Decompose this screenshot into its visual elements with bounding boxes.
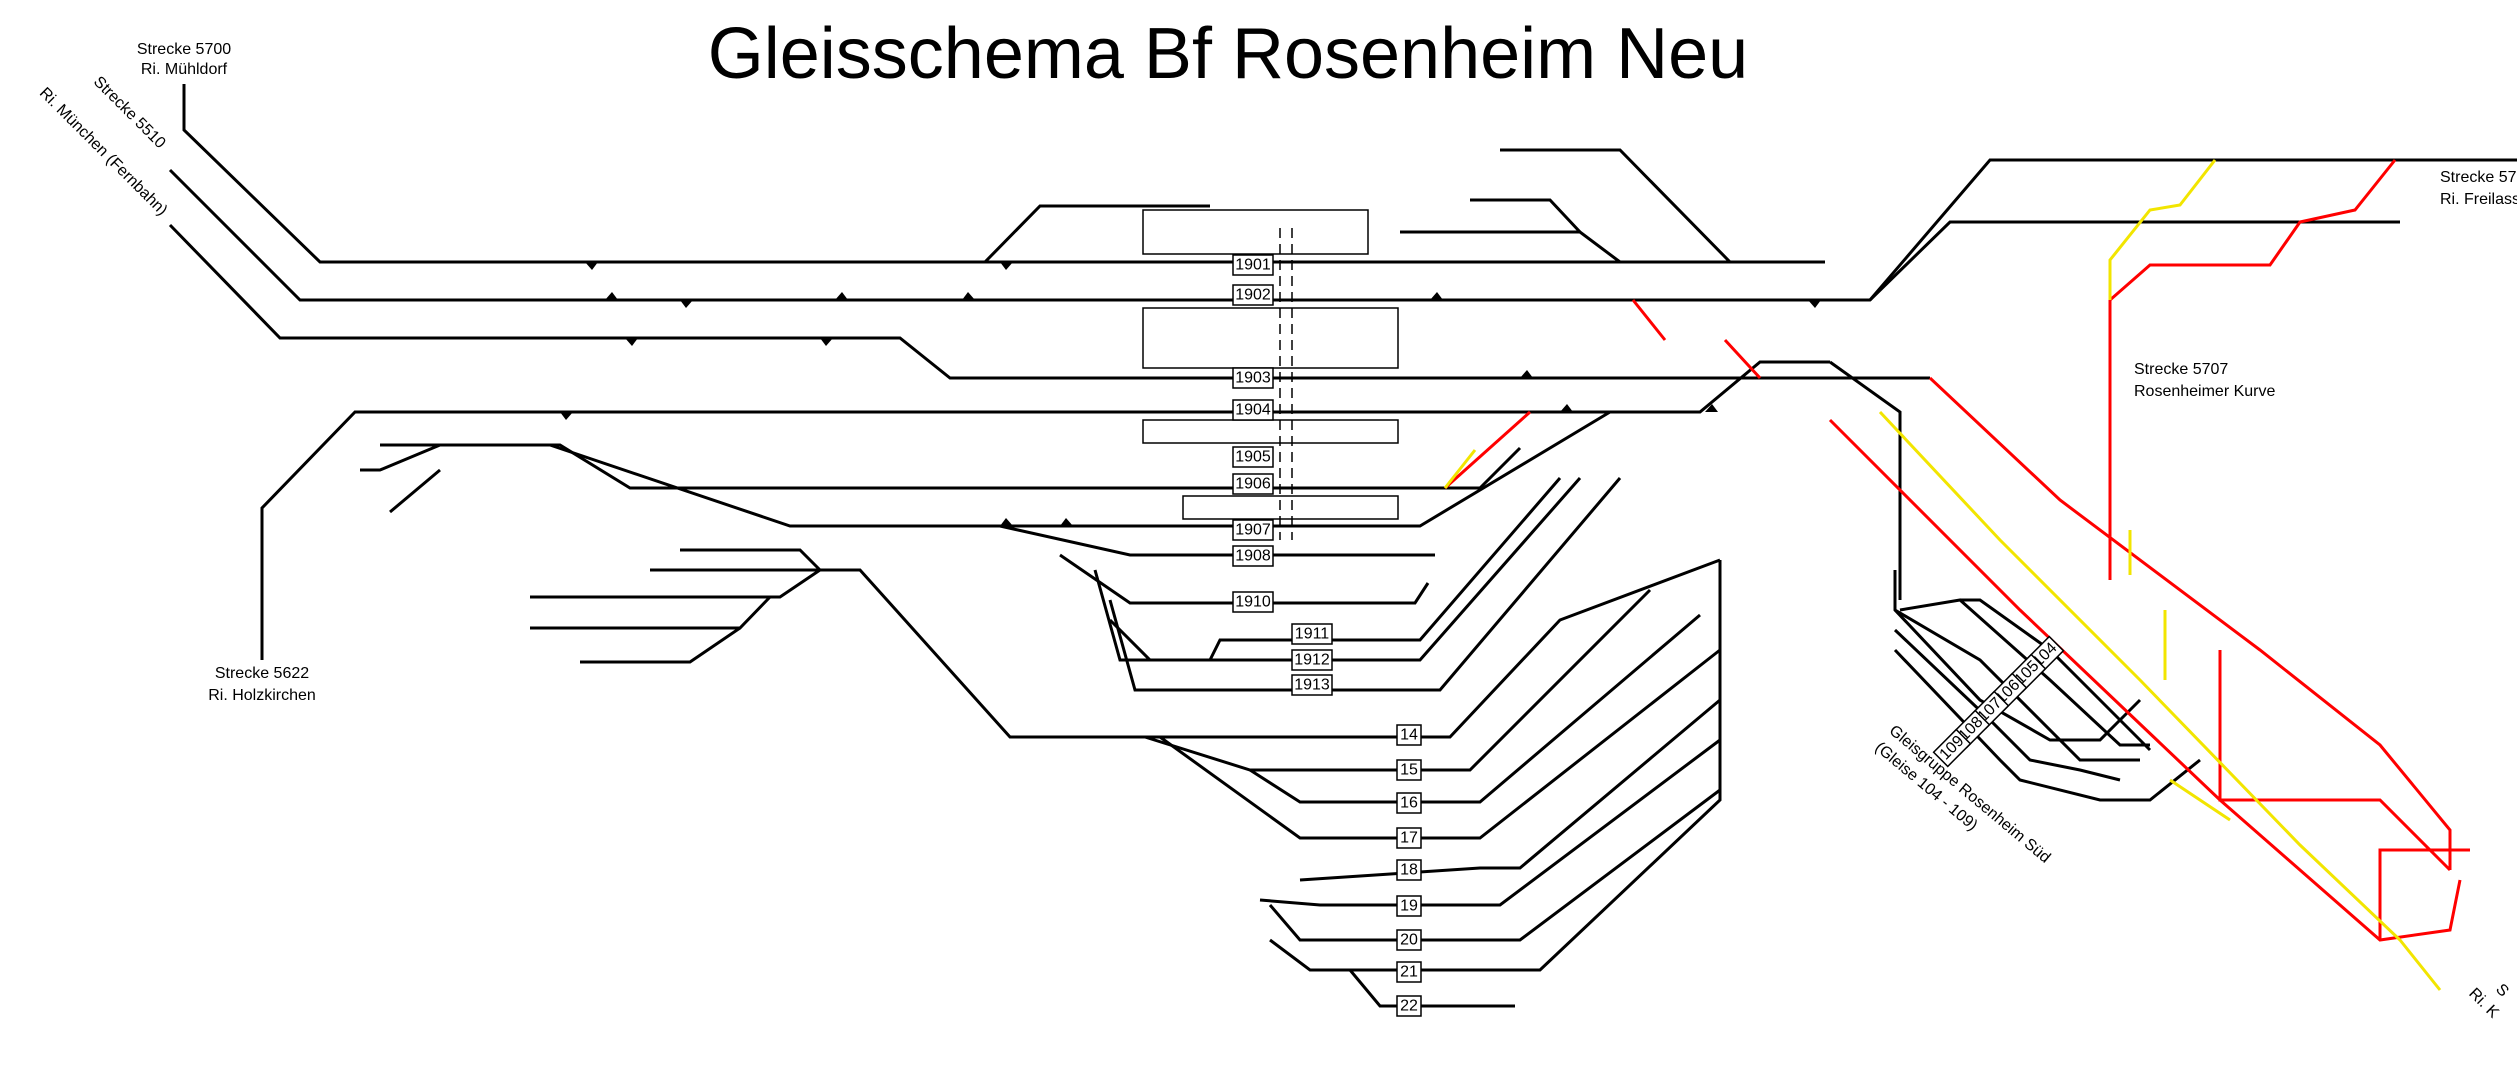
line-5622-label: Strecke 5622 <box>215 665 309 682</box>
svg-text:1906: 1906 <box>1235 476 1271 493</box>
svg-text:15: 15 <box>1400 762 1418 779</box>
track-label-1912: 1912 <box>1291 649 1333 671</box>
page-title: Gleisschema Bf Rosenheim Neu <box>708 14 1748 94</box>
track-label-1904: 1904 <box>1232 399 1274 421</box>
track-labels: 1901 1902 1903 1904 1905 1906 1907 1908 … <box>1232 254 2065 1017</box>
svg-text:16: 16 <box>1400 795 1418 812</box>
platform-2 <box>1142 307 1399 369</box>
line-5510-direction: Ri. München (Fernbahn) <box>36 84 171 219</box>
track-label-20: 20 <box>1396 929 1422 951</box>
svg-text:1904: 1904 <box>1235 402 1271 419</box>
track-label-1902: 1902 <box>1232 284 1274 306</box>
svg-text:1911: 1911 <box>1295 626 1330 643</box>
track-label-21: 21 <box>1396 961 1422 983</box>
track-network <box>168 84 2517 1008</box>
platforms <box>1142 209 1399 520</box>
track-label-19: 19 <box>1396 895 1422 917</box>
switch-markers <box>560 262 1821 526</box>
platform-3 <box>1142 419 1399 444</box>
track-label-22: 22 <box>1396 995 1422 1017</box>
svg-text:1907: 1907 <box>1235 522 1271 539</box>
svg-text:1901: 1901 <box>1235 257 1271 274</box>
track-label-1906: 1906 <box>1232 473 1274 495</box>
highlight-yellow-routes <box>1443 159 2442 991</box>
svg-text:1910: 1910 <box>1235 594 1271 611</box>
track-label-16: 16 <box>1396 792 1422 814</box>
line-5707-name: Rosenheimer Kurve <box>2134 383 2276 400</box>
track-label-1913: 1913 <box>1291 674 1333 696</box>
svg-text:20: 20 <box>1400 932 1418 949</box>
line-5700-label: Strecke 5700 <box>137 41 231 58</box>
line-freilassing-label: Strecke 570 <box>2440 169 2517 186</box>
line-5707-label: Strecke 5707 <box>2134 361 2228 378</box>
line-cut-label: S <box>2492 981 2512 1001</box>
svg-text:21: 21 <box>1400 964 1418 981</box>
line-freilassing-direction: Ri. Freilass <box>2440 191 2517 208</box>
line-5700-direction: Ri. Mühldorf <box>141 61 228 78</box>
svg-text:18: 18 <box>1400 862 1418 879</box>
svg-text:1912: 1912 <box>1294 652 1330 669</box>
track-label-17: 17 <box>1396 827 1422 849</box>
underpass <box>1279 228 1293 540</box>
track-label-1905: 1905 <box>1232 446 1274 468</box>
svg-text:1902: 1902 <box>1235 287 1271 304</box>
svg-text:17: 17 <box>1400 830 1418 847</box>
svg-text:19: 19 <box>1400 898 1418 915</box>
track-label-1901: 1901 <box>1232 254 1274 276</box>
svg-text:1913: 1913 <box>1294 677 1330 694</box>
svg-text:1908: 1908 <box>1235 548 1271 565</box>
track-label-1911: 1911 <box>1291 623 1333 645</box>
svg-text:14: 14 <box>1400 727 1418 744</box>
svg-text:1903: 1903 <box>1235 370 1271 387</box>
track-label-14: 14 <box>1396 724 1422 746</box>
svg-text:22: 22 <box>1400 998 1418 1015</box>
track-label-1908: 1908 <box>1232 545 1274 567</box>
platform-1 <box>1142 209 1369 255</box>
line-5622-direction: Ri. Holzkirchen <box>208 687 316 704</box>
track-label-1907: 1907 <box>1232 519 1274 541</box>
track-label-1910: 1910 <box>1232 591 1274 613</box>
track-label-18: 18 <box>1396 859 1422 881</box>
platform-4 <box>1182 495 1399 520</box>
track-label-15: 15 <box>1396 759 1422 781</box>
svg-text:1905: 1905 <box>1235 449 1271 466</box>
track-label-1903: 1903 <box>1232 367 1274 389</box>
